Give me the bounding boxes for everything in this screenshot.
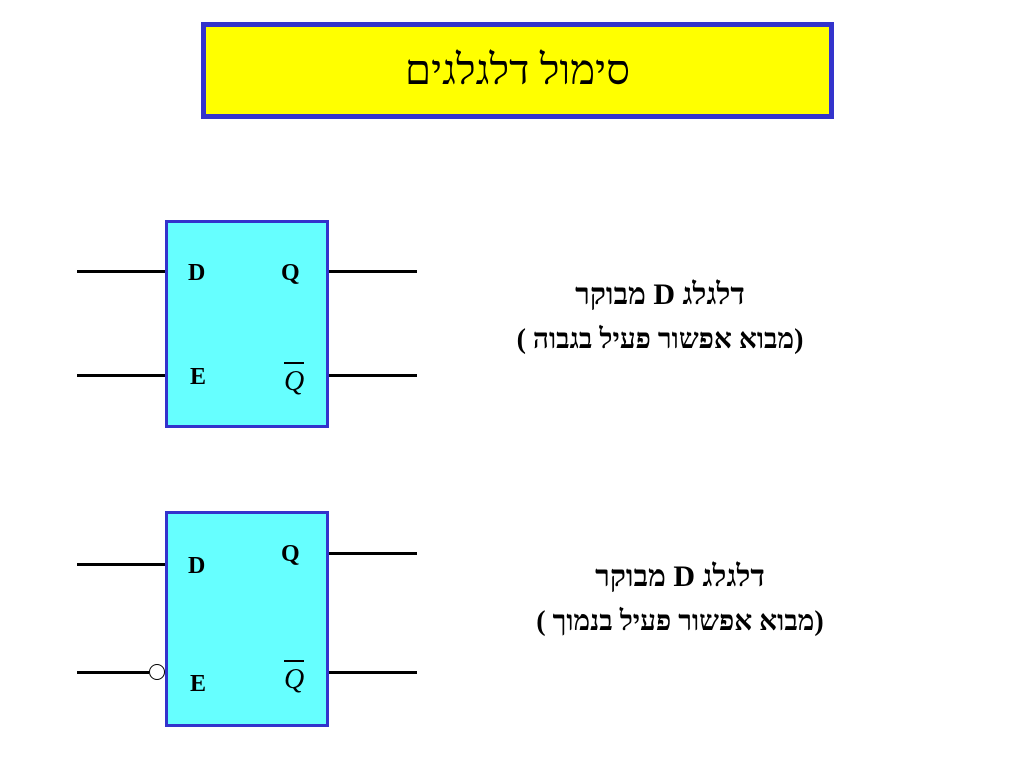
qbar-text: Q <box>284 366 305 397</box>
pin-q-label: Q <box>281 541 300 567</box>
caption-line2: (מבוא אפשור פעיל בנמוך ) <box>536 606 824 637</box>
e-input-wire <box>77 374 167 377</box>
qbar-output-wire <box>329 671 417 674</box>
slide-title: סימול דלגלגים <box>404 47 631 94</box>
flipflop-caption: דלגלג D מבוקר (מבוא אפשור פעיל בגבוה ) <box>430 278 890 356</box>
caption-line1: דלגלג D מבוקר <box>575 278 745 311</box>
qbar-output-wire <box>329 374 417 377</box>
pin-qbar-label: Q <box>284 660 305 695</box>
flipflop-caption: דלגלג D מבוקר (מבוא אפשור פעיל בנמוך ) <box>455 560 905 638</box>
qbar-overline <box>284 362 305 364</box>
q-output-wire <box>329 552 417 555</box>
pin-d-label: D <box>188 553 206 579</box>
flipflop-block: D Q E Q <box>165 220 329 428</box>
caption-line2: (מבוא אפשור פעיל בגבוה ) <box>516 324 804 355</box>
e-input-wire <box>77 671 149 674</box>
pin-qbar-label: Q <box>284 362 305 397</box>
d-input-wire <box>77 563 167 566</box>
qbar-text: Q <box>284 664 305 695</box>
flipflop-block: D Q E Q <box>165 511 329 727</box>
title-box: סימול דלגלגים <box>201 22 834 119</box>
pin-q-label: Q <box>281 260 300 286</box>
d-input-wire <box>77 270 167 273</box>
q-output-wire <box>329 270 417 273</box>
inversion-bubble-icon <box>149 664 165 680</box>
pin-e-label: E <box>190 671 207 697</box>
qbar-overline <box>284 660 305 662</box>
caption-line1: דלגלג D מבוקר <box>595 560 765 593</box>
pin-d-label: D <box>188 260 206 286</box>
pin-e-label: E <box>190 364 207 390</box>
